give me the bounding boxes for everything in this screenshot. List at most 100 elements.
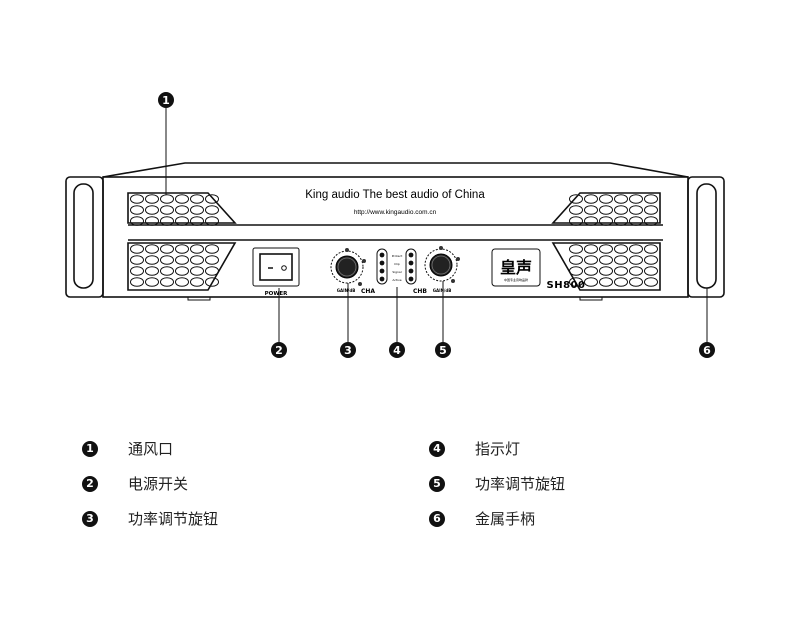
vent-hole: [190, 266, 204, 276]
vent-hole: [145, 266, 159, 276]
vent-hole: [160, 255, 174, 265]
vent-hole: [130, 244, 144, 254]
vent-hole: [175, 255, 189, 265]
led-label: Clip: [394, 262, 400, 266]
vent-hole: [190, 216, 204, 226]
callout-marker: [340, 342, 356, 358]
vent-hole: [629, 244, 643, 254]
vent-hole: [190, 194, 204, 204]
vent-hole: [644, 255, 658, 265]
legend-item: 3 功率调节旋钮: [82, 508, 218, 529]
legend-label: 金属手柄: [475, 510, 536, 528]
vent-hole: [190, 277, 204, 287]
right-ear: [687, 176, 725, 298]
gain-knob-chb[interactable]: [424, 246, 460, 283]
vent-hole: [205, 277, 219, 287]
chassis-top: [102, 162, 689, 178]
led-label: Protect: [392, 254, 403, 258]
vent-hole: [629, 277, 643, 287]
vent-hole: [599, 205, 613, 215]
legend-number: 4: [429, 440, 445, 457]
vent-hole: [205, 205, 219, 215]
callout-marker: [699, 342, 715, 358]
vent-hole: [629, 205, 643, 215]
vent-hole: [629, 266, 643, 276]
left-handle: [73, 183, 94, 289]
vent-hole: [629, 255, 643, 265]
vent-hole: [145, 205, 159, 215]
legend-number: 2: [82, 475, 98, 492]
led: [408, 252, 414, 258]
led: [379, 260, 385, 266]
callout-number: 2: [275, 344, 283, 357]
vent-hole: [614, 244, 628, 254]
vent-hole: [599, 216, 613, 226]
legend-label: 电源开关: [128, 475, 189, 493]
legend-number: 5: [429, 475, 445, 492]
vent-hole: [205, 194, 219, 204]
model-name: SH800: [547, 280, 586, 291]
vent-hole: [205, 255, 219, 265]
vent-hole: [599, 277, 613, 287]
legend-label: 功率调节旋钮: [475, 475, 566, 493]
callout-marker: [158, 92, 174, 108]
front-panel: [102, 176, 689, 298]
vent-hole: [584, 244, 598, 254]
legend-label: 通风口: [128, 440, 174, 458]
vent-hole: [160, 244, 174, 254]
legend-label: 功率调节旋钮: [128, 510, 219, 528]
vent-hole: [569, 216, 583, 226]
legend-number: 3: [82, 510, 98, 527]
led: [408, 276, 414, 282]
url: http://www.kingaudio.com.cn: [354, 209, 437, 216]
vent-hole: [160, 205, 174, 215]
vent-hole: [614, 216, 628, 226]
legend-item: 5 功率调节旋钮: [429, 473, 565, 494]
vent-hole: [569, 277, 583, 287]
vent-hole: [644, 194, 658, 204]
vent-hole: [614, 255, 628, 265]
vent-hole: [190, 244, 204, 254]
power-switch[interactable]: [259, 253, 293, 281]
vent-hole: [145, 216, 159, 226]
vent-hole: [145, 194, 159, 204]
callout-number: 6: [703, 344, 711, 357]
vent-hole: [584, 216, 598, 226]
callout-number: 5: [439, 344, 447, 357]
vent-hole: [599, 194, 613, 204]
legend-number: 6: [429, 510, 445, 527]
logo-subtext: 中国专业音响品牌: [504, 277, 528, 282]
brand-logo: [491, 248, 541, 287]
slogan: King audio The best audio of China: [305, 189, 485, 201]
vent-hole: [614, 205, 628, 215]
vent-hole: [584, 277, 598, 287]
gain-knob-cha[interactable]: [330, 248, 366, 286]
vent-hole: [584, 266, 598, 276]
vent-hole: [205, 244, 219, 254]
led-label: Active: [392, 278, 401, 282]
vent-hole: [569, 205, 583, 215]
vent-hole: [130, 266, 144, 276]
vent-hole: [175, 205, 189, 215]
vent-hole: [629, 194, 643, 204]
led: [379, 276, 385, 282]
vent-hole: [160, 194, 174, 204]
vent-hole: [130, 255, 144, 265]
vent-hole: [190, 255, 204, 265]
vent-hole: [614, 266, 628, 276]
chb-label: CHB: [413, 288, 427, 295]
vent-hole: [160, 277, 174, 287]
vent-hole: [160, 216, 174, 226]
vent-hole: [614, 194, 628, 204]
power-label: POWER: [265, 291, 289, 297]
cha-label: CHA: [361, 288, 375, 295]
led: [379, 268, 385, 274]
logo-text: 皇声: [500, 258, 532, 277]
legend-label: 指示灯: [475, 440, 521, 458]
gain-label-b: GAIN/dB: [433, 288, 452, 293]
vent-hole: [644, 216, 658, 226]
callout-number: 4: [393, 344, 401, 357]
vent-hole: [599, 266, 613, 276]
indicator-leds: [379, 252, 414, 282]
vent-hole: [569, 194, 583, 204]
